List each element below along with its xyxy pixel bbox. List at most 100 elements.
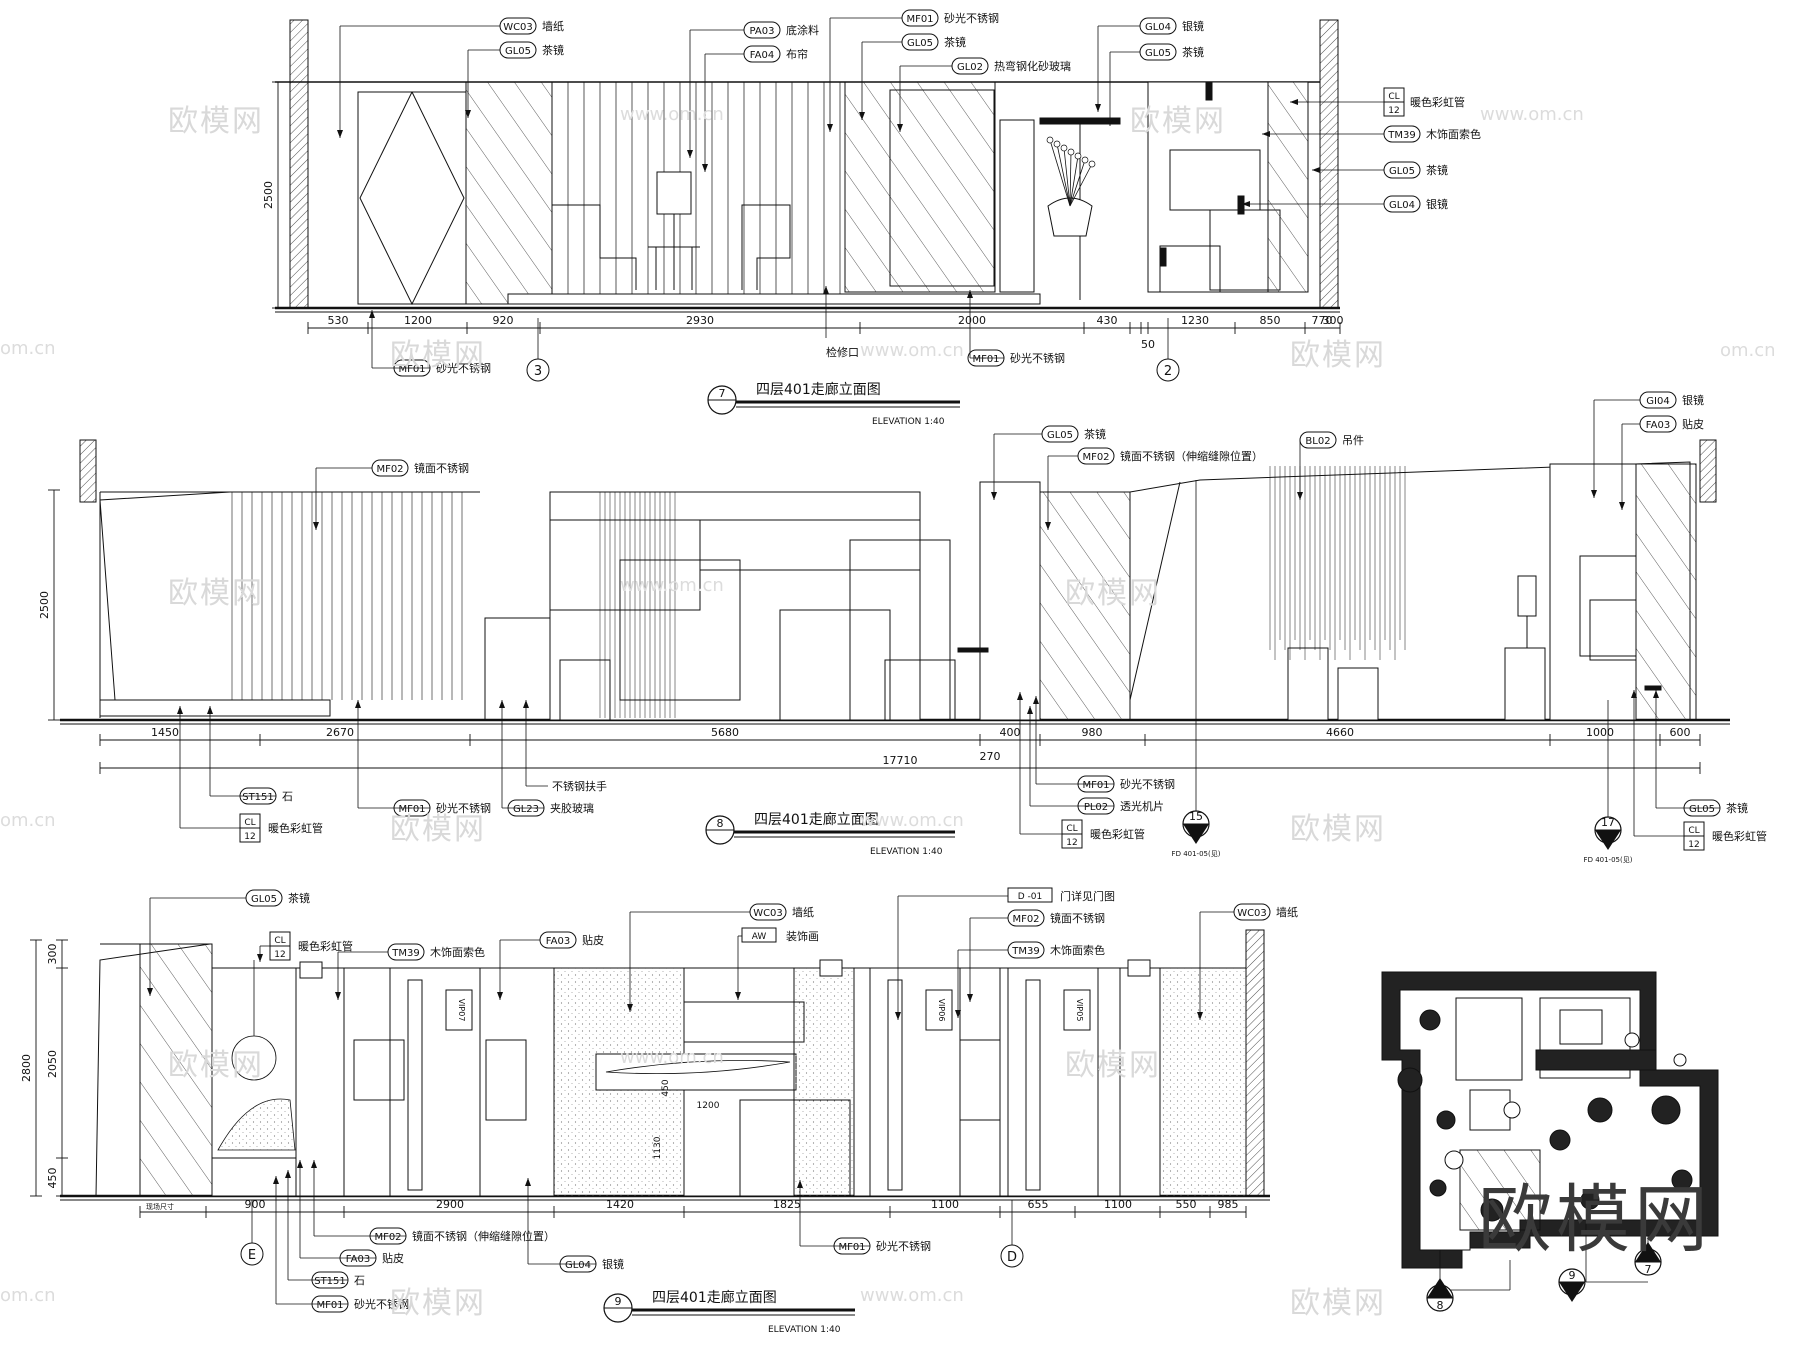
leader-arrow (177, 706, 183, 714)
material-note: 砂光不锈钢 (436, 801, 491, 815)
dimension-value: 400 (1000, 726, 1021, 739)
shelf-box (1159, 245, 1221, 293)
dimension-value: 655 (1028, 1198, 1049, 1211)
leader-arrow (465, 110, 471, 118)
branch-bud (1053, 140, 1061, 148)
tag-code: TM39 (1387, 130, 1415, 141)
leader-arrow (1262, 131, 1270, 137)
view-marker-pointer (1635, 1242, 1661, 1262)
view-marker-label: 8 (1437, 1299, 1444, 1312)
dimension-value: 300 (46, 944, 59, 965)
elevation-scale: ELEVATION 1:40 (870, 847, 943, 857)
tag-code: GL05 (505, 46, 531, 57)
panel (999, 119, 1035, 293)
dimension-value: 1420 (606, 1198, 634, 1211)
tag-code: GL02 (957, 62, 983, 73)
tag-code: WC03 (1237, 908, 1267, 919)
material-note: 茶镜 (1182, 45, 1204, 59)
wall-section (289, 19, 309, 309)
material-note: 热弯钢化砂玻璃 (994, 59, 1071, 73)
mirror-panel (1039, 491, 1131, 721)
detail-ref: FD 401-05(见) (1584, 856, 1633, 864)
armchair (741, 204, 791, 290)
material-note: 茶镜 (1084, 427, 1106, 441)
block (699, 519, 921, 571)
leader-arrow (369, 310, 375, 318)
tag-code: GL05 (1145, 48, 1171, 59)
tag-code: FA04 (750, 50, 774, 61)
tag-code: WC03 (503, 22, 533, 33)
leader-arrow (499, 700, 505, 708)
lamp-shade (1517, 575, 1537, 617)
vase (1047, 197, 1093, 237)
dimension-value: 450 (46, 1168, 59, 1189)
material-note: 透光机片 (1120, 799, 1164, 813)
title-badge-number: 7 (719, 387, 726, 400)
planter (1287, 647, 1329, 721)
tag-code: MF01 (398, 804, 425, 815)
mirror-panel (139, 943, 213, 1197)
tag-code: GL04 (1145, 22, 1171, 33)
material-note: 暖色彩虹管 (298, 939, 353, 953)
section-marker-label: 2 (1164, 364, 1172, 379)
branch (1069, 151, 1072, 207)
tag-code: PL02 (1084, 802, 1108, 813)
plan-furniture (1624, 1032, 1640, 1048)
dimension-value: 50 (1141, 338, 1155, 351)
door-leaf (869, 967, 961, 1197)
view-marker-label: 7 (1645, 1263, 1652, 1276)
plan-stair (1559, 1009, 1603, 1045)
section-marker-label: D (1007, 1250, 1017, 1265)
cl-light (1644, 685, 1662, 691)
material-note: 木饰面索色 (1050, 943, 1105, 957)
material-note: 门详见门图 (1060, 889, 1115, 903)
elevation-scale: ELEVATION 1:40 (768, 1325, 841, 1335)
leader-arrow (1290, 99, 1298, 105)
mirror-panel (844, 81, 996, 293)
leader-arrow (1017, 692, 1023, 700)
material-note: 银镜 (602, 1257, 624, 1271)
artwork-box (683, 1001, 805, 1043)
leader-arrow (823, 286, 829, 294)
leader-arrow (827, 124, 833, 132)
leader-arrow (497, 992, 503, 1000)
material-note: 砂光不锈钢 (436, 361, 491, 375)
dimension-value: 2500 (38, 591, 51, 619)
artwork-frame (595, 1053, 797, 1091)
tag-code: GL05 (1047, 430, 1073, 441)
material-note: 银镜 (1182, 19, 1204, 33)
wallpaper-panel (1159, 967, 1247, 1197)
branch (1069, 163, 1093, 207)
material-note: 底涂料 (786, 23, 819, 37)
tag-code: FA03 (1646, 420, 1670, 431)
door-number: VIP07 (457, 999, 466, 1022)
material-note: 暖色彩虹管 (1712, 829, 1767, 843)
tag-code: ST151 (314, 1276, 346, 1287)
armchair (551, 204, 637, 290)
plan-furniture (1587, 1097, 1613, 1123)
leader-arrow (1033, 696, 1039, 704)
tag-code: 12 (274, 950, 285, 960)
tag-code: GL05 (1389, 166, 1415, 177)
cl-light (1127, 959, 1151, 977)
door-plate (925, 989, 953, 1031)
cl-light (299, 961, 323, 979)
material-note: 茶镜 (288, 891, 310, 905)
tag-code: 12 (1066, 838, 1077, 848)
material-note: 镜面不锈钢（伸缩缝隙位置） (1120, 449, 1263, 463)
leader-arrow (897, 124, 903, 132)
plan-elevator (1535, 1049, 1657, 1071)
elevation-title: 四层401走廊立面图 (756, 381, 881, 398)
dimension-value: 450 (661, 1079, 671, 1096)
platform (507, 293, 1041, 305)
branch (1063, 147, 1071, 207)
door-plate (445, 989, 473, 1031)
leader-arrow (355, 700, 361, 708)
door-number: VIP06 (937, 999, 946, 1022)
tag-code: CL (244, 818, 255, 828)
dimension-value: 900 (245, 1198, 266, 1211)
title-badge-number: 9 (615, 1295, 622, 1308)
material-note: 茶镜 (542, 43, 564, 57)
